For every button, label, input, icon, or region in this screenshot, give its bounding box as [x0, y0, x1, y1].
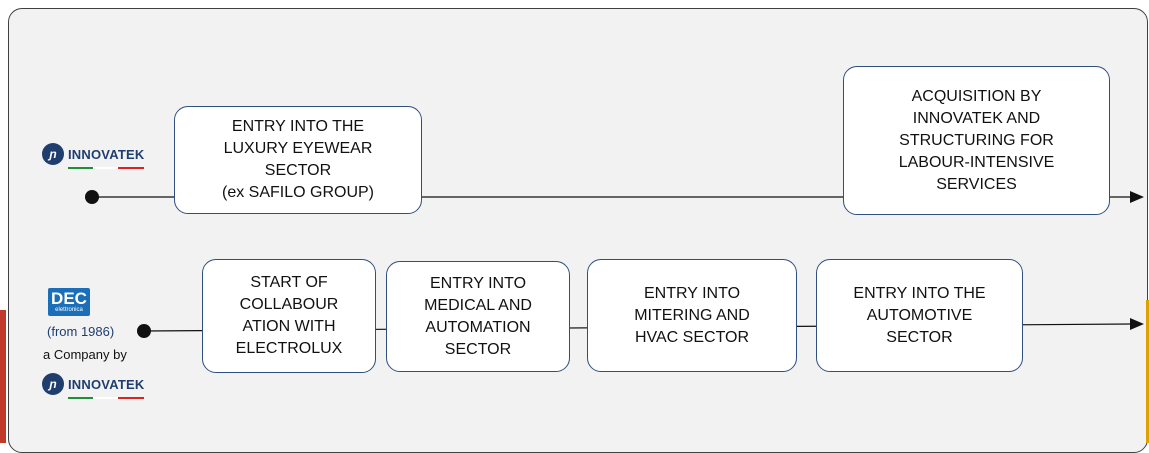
company-by-label: a Company by	[43, 347, 127, 362]
innovatek-logo-icon: ɲ	[42, 143, 64, 165]
right-accent-bar	[1146, 300, 1149, 443]
milestone-electrolux: START OF COLLABOUR ATION WITH ELECTROLUX	[202, 259, 376, 373]
innovatek-logo-text: INNOVATEK	[68, 376, 145, 392]
since-label: (from 1986)	[47, 324, 115, 339]
dec-logo-subtext: elettronica	[55, 306, 83, 313]
milestone-mitering-hvac: ENTRY INTO MITERING AND HVAC SECTOR	[587, 259, 797, 372]
left-accent-bar	[0, 310, 6, 443]
milestone-acquisition-innovatek: ACQUISITION BY INNOVATEK AND STRUCTURING…	[843, 66, 1110, 215]
bottom-timeline-arrowhead	[1130, 318, 1144, 330]
milestone-automotive: ENTRY INTO THE AUTOMOTIVE SECTOR	[816, 259, 1023, 372]
bottom-timeline-start-dot	[137, 324, 151, 338]
innovatek-logo-top: ɲ INNOVATEK	[42, 143, 145, 169]
italy-flag-stripe	[68, 167, 145, 169]
top-timeline-arrowhead	[1130, 191, 1144, 203]
top-timeline-start-dot	[85, 190, 99, 204]
dec-logo-text: DEC	[51, 288, 87, 308]
innovatek-logo-bottom: ɲ INNOVATEK	[42, 373, 145, 399]
milestone-luxury-eyewear: ENTRY INTO THE LUXURY EYEWEAR SECTOR (ex…	[174, 106, 422, 214]
innovatek-logo-icon: ɲ	[42, 373, 64, 395]
dec-elettronica-logo: DEC elettronica	[48, 288, 90, 316]
innovatek-logo-text: INNOVATEK	[68, 146, 145, 162]
italy-flag-stripe	[68, 397, 145, 399]
milestone-medical-automation: ENTRY INTO MEDICAL AND AUTOMATION SECTOR	[386, 261, 570, 372]
